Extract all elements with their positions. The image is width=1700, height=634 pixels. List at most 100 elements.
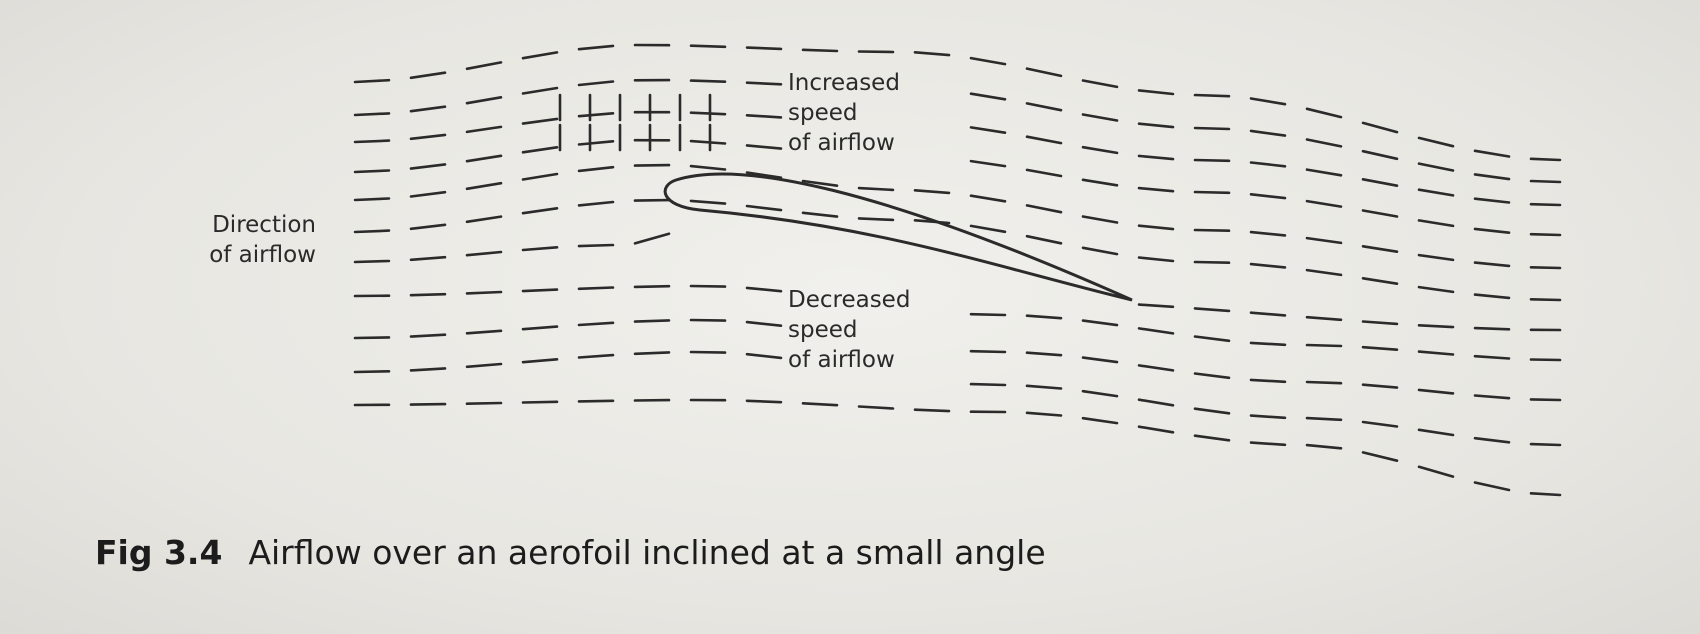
streamline-dash xyxy=(1305,168,1343,177)
streamline-dash xyxy=(1249,230,1287,237)
streamline-dash xyxy=(1417,285,1455,294)
streamline-dash xyxy=(969,312,1007,317)
streamline-dash xyxy=(689,350,727,354)
streamline-dash xyxy=(1249,311,1287,317)
streamline-dash xyxy=(1137,154,1175,161)
streamline-dash xyxy=(1137,89,1175,96)
direction-label-line-1: Direction xyxy=(212,212,316,238)
streamline-dash xyxy=(633,351,671,356)
streamline-dash xyxy=(1417,465,1455,478)
increased-label-line-2: speed xyxy=(788,100,858,126)
figure-caption-text: Airflow over an aerofoil inclined at a s… xyxy=(248,533,1046,572)
streamline-dash xyxy=(577,399,615,403)
streamline-dash xyxy=(1473,173,1511,181)
streamline-dash xyxy=(521,246,559,252)
streamline-dash xyxy=(577,286,615,291)
streamline-dash xyxy=(1081,79,1119,89)
streamline-dash xyxy=(745,171,783,179)
streamline-dash xyxy=(1473,436,1511,444)
streamline-dash xyxy=(745,114,783,119)
streamline-dash xyxy=(1193,434,1231,442)
streamline-dash xyxy=(409,223,447,231)
streamline-dash xyxy=(1305,380,1343,385)
streamline-dash xyxy=(1193,372,1231,380)
streamline-dash xyxy=(745,399,783,404)
streamline-dash xyxy=(1025,135,1063,145)
streamline-dash xyxy=(1417,428,1455,437)
streamline-dash xyxy=(1361,345,1399,352)
streamline-dash xyxy=(1193,228,1231,232)
streamline-dash xyxy=(1025,168,1063,178)
streamline-dash xyxy=(521,51,559,60)
streamline-dash xyxy=(1193,307,1231,313)
streamline-dash xyxy=(577,80,615,87)
streamline-dash xyxy=(409,105,447,113)
streamline-dash xyxy=(745,81,783,86)
streamline-dash xyxy=(1361,320,1399,326)
streamline-dash xyxy=(521,86,559,95)
streamline-dash xyxy=(913,408,951,413)
streamline-dash xyxy=(1249,378,1287,384)
increased-label-line-1: Increased xyxy=(788,70,900,96)
streamline-dash xyxy=(465,401,503,406)
streamline-dash xyxy=(1473,197,1511,204)
streamline-dash xyxy=(353,336,391,340)
streamline-dash xyxy=(1529,232,1562,237)
streamline-dash xyxy=(353,229,391,234)
streamline-dash xyxy=(1417,350,1455,356)
streamline-dash xyxy=(465,181,503,191)
streamline-dash xyxy=(577,321,615,327)
streamline-dash xyxy=(409,71,447,80)
streamline-dash xyxy=(633,232,671,245)
streamline-dash xyxy=(409,292,447,297)
streamline-dash xyxy=(577,140,615,146)
direction-of-airflow-label: Direction of airflow xyxy=(186,210,316,270)
streamline-dash xyxy=(1249,193,1287,200)
streamline-dash xyxy=(1081,389,1119,398)
streamline-dash xyxy=(1249,97,1287,106)
streamline-dash xyxy=(577,112,615,118)
streamline-dash xyxy=(1473,149,1511,158)
streamline-dash xyxy=(521,288,559,293)
streamline-dash xyxy=(1249,414,1287,420)
streamline-dash xyxy=(577,353,615,359)
streamline-dash xyxy=(1081,319,1119,327)
streamline-dash xyxy=(689,164,727,171)
streamline-dash xyxy=(1137,224,1175,231)
streamline-dash xyxy=(689,139,727,145)
streamline-dash xyxy=(745,144,783,150)
streamline-dash xyxy=(689,318,727,322)
streamline-dash xyxy=(409,255,447,262)
streamline-dash xyxy=(1361,209,1399,218)
streamline-dash xyxy=(1137,327,1175,335)
streamline-dash xyxy=(801,179,839,187)
streamline-dash xyxy=(633,198,671,202)
streamline-dash xyxy=(353,78,391,84)
streamline-dash xyxy=(1137,122,1175,129)
streamline-dash xyxy=(353,112,391,117)
streamline-dash xyxy=(969,92,1007,101)
streamline-dash xyxy=(689,44,727,49)
streamline-dash xyxy=(1137,364,1175,372)
streamline-dash xyxy=(1529,358,1562,362)
streamline-dash xyxy=(1417,388,1455,395)
streamline-dash xyxy=(465,96,503,105)
streamline-dash xyxy=(409,367,447,372)
streamline-dash xyxy=(969,126,1007,134)
streamline-dash xyxy=(1417,253,1455,262)
streamline-dash xyxy=(1361,149,1399,161)
streamline-dash xyxy=(1305,107,1343,119)
streamline-dash xyxy=(465,290,503,295)
streamline-dash xyxy=(1137,303,1175,309)
streamline-dash xyxy=(1305,236,1343,245)
streamline-dash xyxy=(1529,202,1562,207)
figure-number: Fig 3.4 xyxy=(95,533,223,572)
streamline-dash xyxy=(1361,178,1399,187)
streamline-dash xyxy=(577,44,615,51)
streamline-dash xyxy=(521,207,559,215)
streamline-dash xyxy=(1249,441,1287,447)
streamline-dash xyxy=(1025,102,1063,112)
streamline-dash xyxy=(1249,262,1287,269)
streamline-dash xyxy=(1081,416,1119,425)
